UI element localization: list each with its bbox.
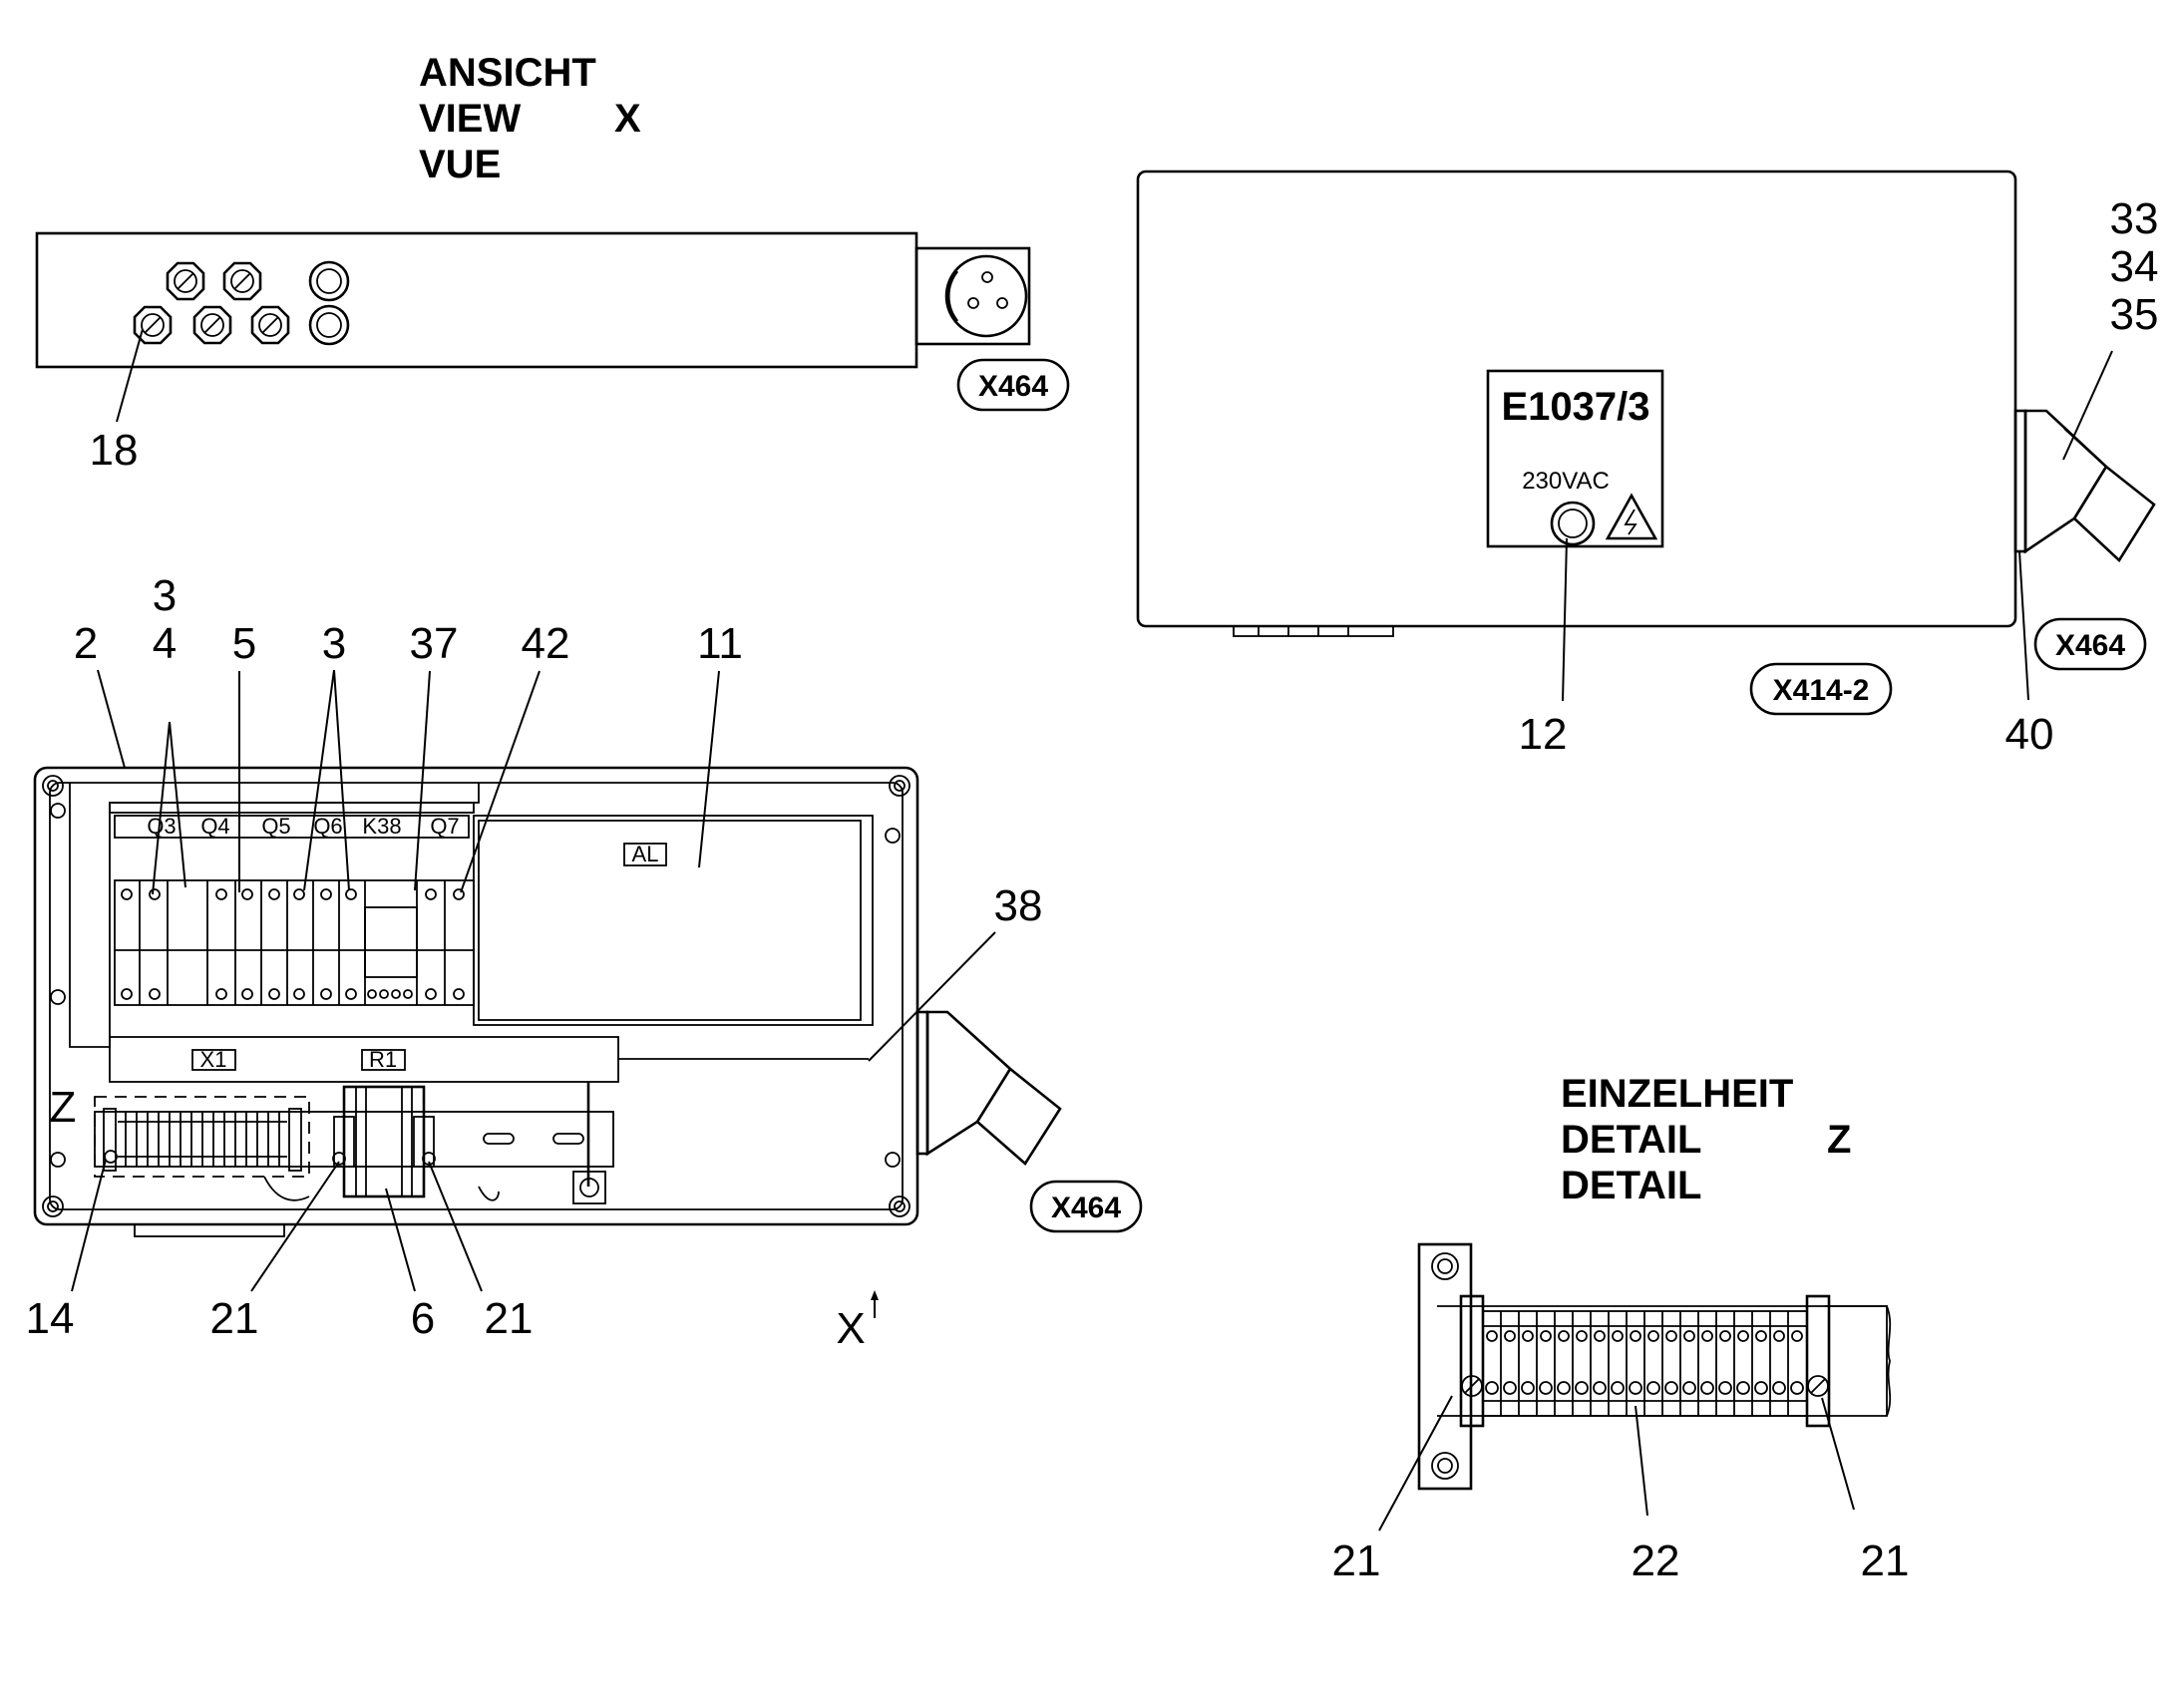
device-label-q7: Q7 [430, 814, 459, 839]
device-label-k38: K38 [362, 814, 401, 839]
view-x-heading-2: VIEW [419, 97, 521, 141]
unit-al [473, 815, 874, 1026]
cable-gland-group [133, 260, 350, 346]
view-x-heading-1: ANSICHT [419, 51, 596, 95]
view-arrow-x: X [836, 1304, 865, 1353]
panel-leaders-top [97, 669, 996, 1062]
device-label-q3: Q3 [147, 814, 176, 839]
label-x1: X1 [200, 1047, 227, 1072]
view-x: ANSICHT VIEW VUE X X464 18 [35, 51, 1070, 475]
detail-z-letter: Z [1827, 1118, 1851, 1162]
unit-al-label: AL [632, 842, 659, 866]
bottom-glands [1233, 625, 1394, 637]
detail-z-heading-2: DETAIL [1561, 1118, 1701, 1162]
tag-x464-panel-label: X464 [1051, 1192, 1121, 1224]
resistor-r1 [332, 1085, 436, 1198]
callout-38: 38 [994, 881, 1043, 930]
callout-3a: 3 [153, 571, 177, 620]
plate-title: E1037/3 [1501, 385, 1649, 429]
callout-34: 34 [2110, 242, 2159, 291]
tag-x464-top [956, 358, 1070, 412]
tag-x464-panel [1029, 1180, 1143, 1233]
callout-40: 40 [2005, 710, 2054, 759]
high-voltage-warning-icon [1605, 493, 1658, 540]
device-label-row: Q3 Q4 Q5 Q6 K38 Q7 [114, 814, 470, 839]
cutout [478, 1186, 500, 1201]
callout-2: 2 [74, 619, 98, 668]
terminal-block-detail [1482, 1310, 1808, 1417]
device-label-q5: Q5 [261, 814, 290, 839]
device-label-q4: Q4 [200, 814, 229, 839]
enclosure-front [1136, 170, 2017, 628]
callout-21b: 21 [485, 1294, 534, 1343]
callout-42: 42 [522, 619, 570, 668]
callout-5: 5 [232, 619, 256, 668]
unit-al-label-box [623, 843, 667, 866]
callout-18: 18 [90, 426, 139, 475]
view-x-heading-3: VUE [419, 143, 501, 186]
label-r1: R1 [369, 1047, 397, 1072]
tag-x464-top-label: X464 [978, 370, 1048, 403]
callout-21a: 21 [210, 1294, 259, 1343]
leader-18 [116, 328, 144, 423]
tag-x464-front [2033, 617, 2147, 671]
view-x-letter: X [614, 97, 641, 141]
device-label-q6: Q6 [313, 814, 342, 839]
callout-33: 33 [2110, 194, 2159, 243]
label-x1-box [191, 1049, 236, 1071]
breaker-row [114, 879, 475, 1006]
leader-40 [2018, 550, 2029, 701]
detail-callout-22: 22 [1632, 1537, 1680, 1585]
plate-voltage: 230VAC [1522, 468, 1610, 495]
connector-x464-side [914, 246, 1031, 346]
tag-x464-front-label: X464 [2055, 629, 2125, 662]
panel-connector-x464 [915, 1010, 1062, 1166]
panel-enclosure [33, 766, 919, 1226]
detail-callout-21a: 21 [1332, 1537, 1381, 1585]
callout-3b: 3 [322, 619, 346, 668]
tag-x414 [1749, 662, 1893, 716]
callout-14: 14 [26, 1294, 75, 1343]
panel-leaders-bottom [71, 1159, 483, 1292]
callout-11: 11 [697, 619, 743, 668]
panel-view: 3 4 2 5 3 37 42 11 38 [26, 571, 1143, 1353]
cable-duct [109, 1036, 619, 1083]
detail-z-heading-3: DETAIL [1561, 1164, 1701, 1207]
callout-6: 6 [411, 1294, 435, 1343]
detail-z: EINZELHEIT DETAIL DETAIL Z [1332, 1072, 1910, 1585]
detail-leaders [1378, 1395, 1855, 1532]
tag-x414-label: X414-2 [1773, 674, 1870, 707]
indicator-lamp [1550, 501, 1596, 546]
connector-x464-front [2013, 409, 2156, 563]
callout-12: 12 [1519, 710, 1568, 759]
leader-12 [1562, 537, 1568, 702]
panel-bottom-glands [134, 1223, 285, 1237]
nameplate [1486, 369, 1664, 548]
detail-z-heading-1: EINZELHEIT [1561, 1072, 1793, 1116]
leader-33-35 [2062, 350, 2113, 461]
enclosure-side-view [35, 231, 918, 369]
front-view: E1037/3 230VAC 12 33 34 35 X464 40 X414-… [1136, 170, 2159, 759]
mounting-bracket [1417, 1242, 1473, 1491]
end-stop-right [1805, 1294, 1831, 1428]
view-arrow-icon [871, 1290, 879, 1318]
corner-screws [42, 775, 910, 1217]
callout-37: 37 [410, 619, 459, 668]
wire [263, 1176, 310, 1201]
terminal-block-x1 [94, 1096, 310, 1178]
callout-35: 35 [2110, 290, 2159, 339]
detail-callout-21b: 21 [1861, 1537, 1910, 1585]
callout-4: 4 [153, 619, 177, 668]
label-r1-box [361, 1049, 406, 1071]
label-z: Z [50, 1083, 77, 1132]
